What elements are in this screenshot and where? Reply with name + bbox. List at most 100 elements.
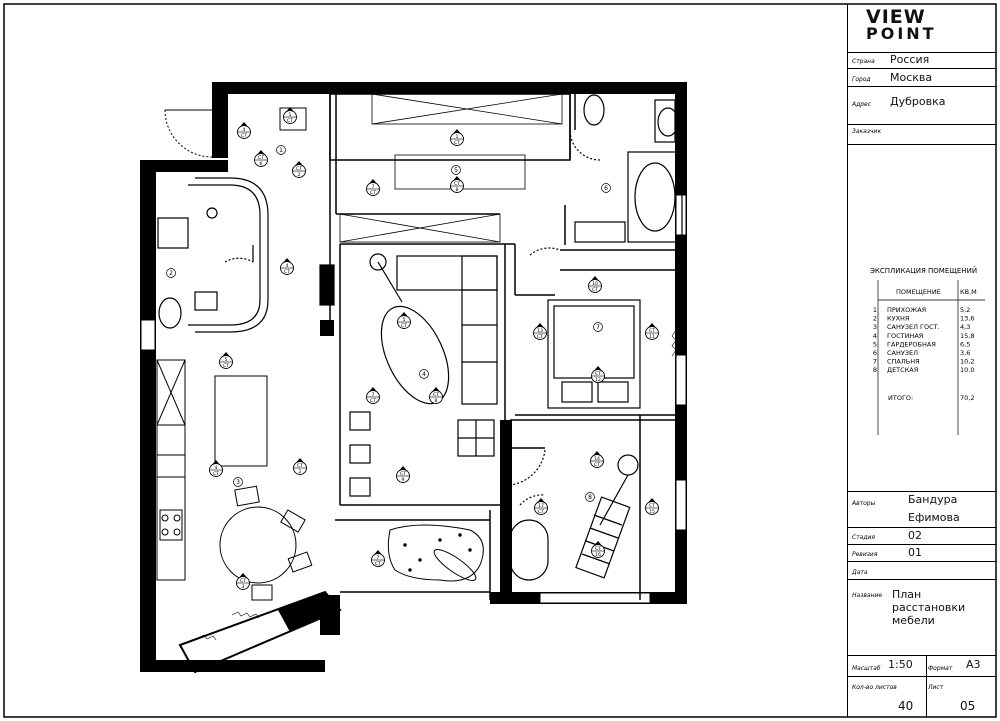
view-marker-top: СТ: [649, 503, 655, 509]
balcony-furniture: [387, 524, 484, 582]
view-marker-arrow: [401, 312, 407, 316]
view-marker: 5СТ: [397, 312, 411, 329]
slanted-wall-fill: [278, 592, 335, 632]
view-marker-arrow: [375, 550, 381, 554]
format-value: А3: [966, 658, 981, 671]
view-marker-top: 4: [286, 263, 289, 269]
room-number: 2: [873, 315, 877, 323]
room-number: 3: [873, 323, 877, 331]
name-line3: мебели: [892, 614, 935, 627]
view-marker-top: СТ: [454, 181, 460, 187]
revision-value: 01: [908, 546, 922, 559]
view-marker: СТ9: [396, 466, 410, 483]
room-area: 4,3: [960, 323, 970, 331]
room-number: 1: [873, 306, 877, 314]
scale-divider: [926, 656, 927, 717]
room-number: 6: [873, 349, 877, 357]
name-line2: расстановки: [892, 601, 966, 614]
view-marker: СТ2: [292, 161, 306, 178]
room-label-circle: [419, 369, 429, 379]
view-marker-bottom: СТ: [284, 269, 290, 275]
view-marker-top: 14: [594, 456, 600, 462]
sheets-value: 40: [898, 699, 914, 713]
row-authors: Авторы Бандура Ефимова: [848, 492, 997, 528]
view-marker-bottom: 8: [456, 187, 459, 193]
view-marker-arrow: [287, 107, 293, 111]
view-marker-top: 17: [538, 503, 544, 509]
view-marker: 4СТ: [209, 460, 223, 477]
view-marker-arrow: [595, 366, 601, 370]
view-marker-arrow: [258, 150, 264, 154]
view-marker-top: 1: [289, 112, 292, 118]
view-marker-bottom: СТ: [538, 509, 544, 515]
room-label-circle: [166, 268, 176, 278]
view-marker: 4СТ: [280, 258, 294, 275]
author-2: Ефимова: [908, 511, 960, 524]
view-marker-top: СТ: [649, 328, 655, 334]
view-marker: СТ8: [429, 387, 443, 404]
view-marker-arrow: [296, 161, 302, 165]
room-area: 3,6: [960, 349, 970, 357]
view-marker: 7СТ: [366, 387, 380, 404]
view-marker-bottom: СТ: [370, 398, 376, 404]
room-label: 4: [422, 371, 426, 378]
view-marker-arrow: [433, 387, 439, 391]
room-label-circle: [593, 322, 603, 332]
view-marker: СТ8: [450, 176, 464, 193]
explication-title: ЭКСПЛИКАЦИЯ ПОМЕЩЕНИЙ: [870, 266, 977, 275]
view-marker-bottom: 8: [435, 398, 438, 404]
view-marker-top: 13: [537, 328, 543, 334]
row-explication-area: [848, 145, 997, 492]
room-label-circle: [601, 183, 611, 193]
row-client: Заказчик: [848, 125, 997, 145]
view-marker: 7СТ: [371, 550, 385, 567]
view-marker: 4СТ: [237, 122, 251, 139]
row-stage: Стадия 02: [848, 528, 997, 545]
hall-furniture: [279, 107, 307, 131]
room-label: 6: [604, 185, 608, 192]
view-marker-bottom: 6: [260, 161, 263, 167]
view-marker: 1СТ: [283, 107, 297, 124]
room-number: 7: [873, 358, 877, 366]
stage-value: 02: [908, 529, 922, 542]
slanted-wall: [178, 590, 342, 674]
view-marker-bottom: СТ: [241, 133, 247, 139]
view-marker-arrow: [649, 323, 655, 327]
room-name: КУХНЯ: [887, 315, 909, 323]
view-marker-top: СТ: [297, 463, 303, 469]
room-name: СПАЛЬНЯ: [887, 358, 920, 366]
view-marker-top: 7: [372, 392, 375, 398]
room-label: 3: [236, 479, 240, 486]
view-marker-bottom: 12: [595, 377, 601, 383]
room-name: САНУЗЕЛ: [887, 349, 918, 357]
explication-total: 70,2: [960, 394, 974, 402]
view-marker-top: СТ: [258, 155, 264, 161]
view-marker-top: 1: [456, 134, 459, 140]
view-marker-top: СТ: [595, 546, 601, 552]
logo-line1: VIEW: [866, 6, 926, 28]
view-marker-top: СТ: [433, 392, 439, 398]
view-marker-arrow: [592, 276, 598, 280]
room-label-circle: [585, 492, 595, 502]
room-label-circle: [233, 477, 243, 487]
view-marker-bottom: СТ: [454, 140, 460, 146]
room-area: 13,6: [960, 315, 974, 323]
room-name: ДЕТСКАЯ: [887, 366, 918, 374]
author-1: Бандура: [908, 493, 958, 506]
scale-value: 1:50: [888, 658, 913, 671]
windows: [140, 194, 687, 604]
city-value: Москва: [890, 71, 933, 84]
view-marker: СТ3: [236, 573, 250, 590]
wall-hatch: [197, 329, 677, 641]
room-name: ПРИХОЖАЯ: [887, 306, 926, 314]
view-marker-top: СТ: [400, 471, 406, 477]
room-area: 10,2: [960, 358, 974, 366]
logo: VIEW POINT: [848, 4, 997, 53]
master-bathroom: [569, 94, 683, 243]
room-area: 15,8: [960, 332, 974, 340]
